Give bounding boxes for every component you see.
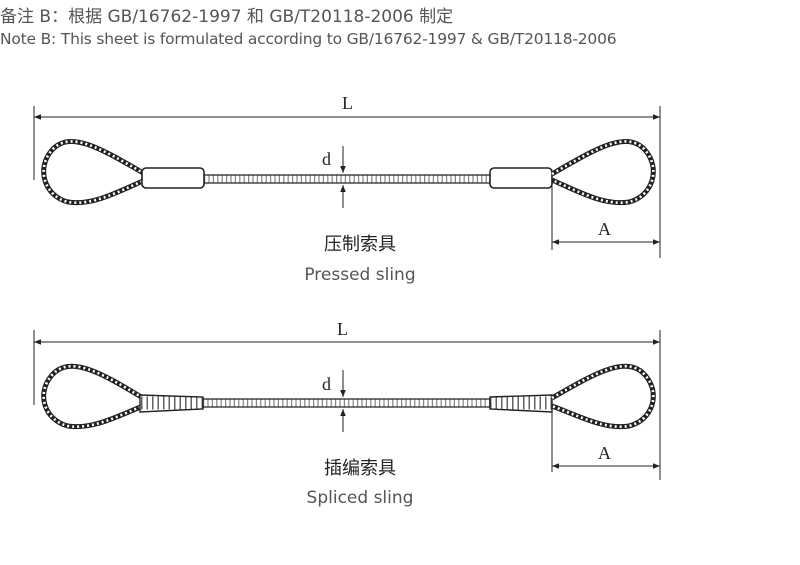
- caption-chinese: 压制索具: [324, 234, 396, 255]
- left-eye-outer: [41, 363, 145, 430]
- left-ferrule: [141, 167, 205, 189]
- spliced-sling-drawing: L d A 插编索具 Splic: [33, 319, 661, 508]
- note-english: Note B: This sheet is formulated accordi…: [0, 30, 617, 48]
- right-eye-strands: [551, 140, 655, 204]
- length-label: L: [337, 319, 348, 339]
- pressed-sling-drawing: L d A 压制索具 Pressed sling: [33, 93, 661, 285]
- right-splice: [489, 394, 553, 413]
- left-eye-outer: [41, 139, 147, 206]
- caption-english: Spliced sling: [307, 488, 414, 508]
- left-eye-strands: [42, 365, 144, 428]
- right-ferrule: [489, 167, 553, 189]
- left-splice: [139, 394, 204, 413]
- caption-english: Pressed sling: [304, 265, 415, 285]
- diameter-label: d: [322, 149, 331, 169]
- right-eye-outer: [550, 363, 656, 430]
- right-eye-outer: [550, 139, 656, 206]
- diameter-label: d: [322, 374, 331, 394]
- caption-chinese: 插编索具: [324, 458, 396, 479]
- right-eye-strands: [551, 365, 655, 428]
- note-chinese: 备注 B：根据 GB/16762-1997 和 GB/T20118-2006 制…: [0, 7, 454, 27]
- eye-label: A: [598, 219, 611, 239]
- left-eye-strands: [42, 140, 146, 204]
- length-label: L: [342, 93, 353, 113]
- eye-label: A: [598, 443, 611, 463]
